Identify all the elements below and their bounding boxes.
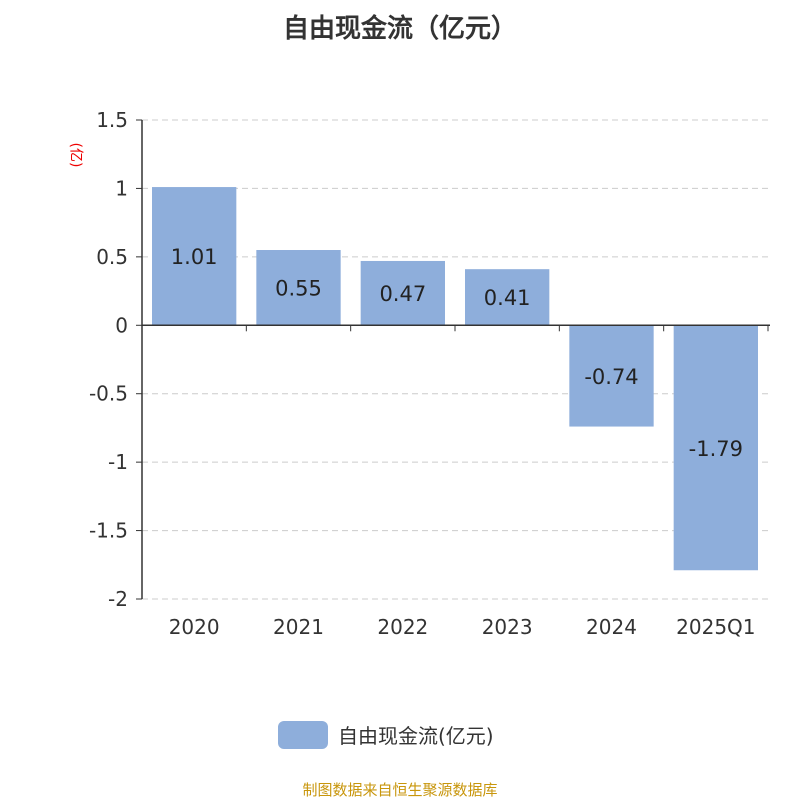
data-label: 0.55 xyxy=(275,277,322,301)
bar xyxy=(152,187,237,326)
x-tick-label: 2023 xyxy=(482,615,533,639)
legend-label: 自由现金流(亿元) xyxy=(338,724,494,748)
legend-swatch xyxy=(278,720,328,749)
source-footer: 制图数据来自恒生聚源数据库 xyxy=(302,781,498,799)
y-tick-label: -1.5 xyxy=(89,519,128,543)
data-label: 0.47 xyxy=(379,282,426,306)
x-tick-label: 2020 xyxy=(169,615,220,639)
bar xyxy=(465,269,550,326)
data-label: 0.41 xyxy=(484,286,531,310)
bar xyxy=(673,325,758,571)
bar xyxy=(256,250,341,326)
y-tick-label: 0.5 xyxy=(96,245,128,269)
data-label: -1.79 xyxy=(689,437,743,461)
y-tick-label: 1.5 xyxy=(96,108,128,132)
data-label: 1.01 xyxy=(171,245,218,269)
data-label: -0.74 xyxy=(584,365,638,389)
y-tick-label: -0.5 xyxy=(89,382,128,406)
bar xyxy=(360,260,445,326)
legend[interactable]: 自由现金流(亿元) xyxy=(278,720,494,749)
y-tick-label: -2 xyxy=(108,587,128,611)
y-tick-label: -1 xyxy=(108,450,128,474)
x-tick-label: 2025Q1 xyxy=(676,615,755,639)
bar xyxy=(569,325,654,427)
x-tick-label: 2022 xyxy=(377,615,428,639)
x-tick-label: 2024 xyxy=(586,615,637,639)
chart-title: 自由现金流（亿元） xyxy=(282,14,517,44)
y-tick-label: 1 xyxy=(115,176,128,200)
x-tick-label: 2021 xyxy=(273,615,324,639)
y-tick-label: 0 xyxy=(115,313,128,337)
